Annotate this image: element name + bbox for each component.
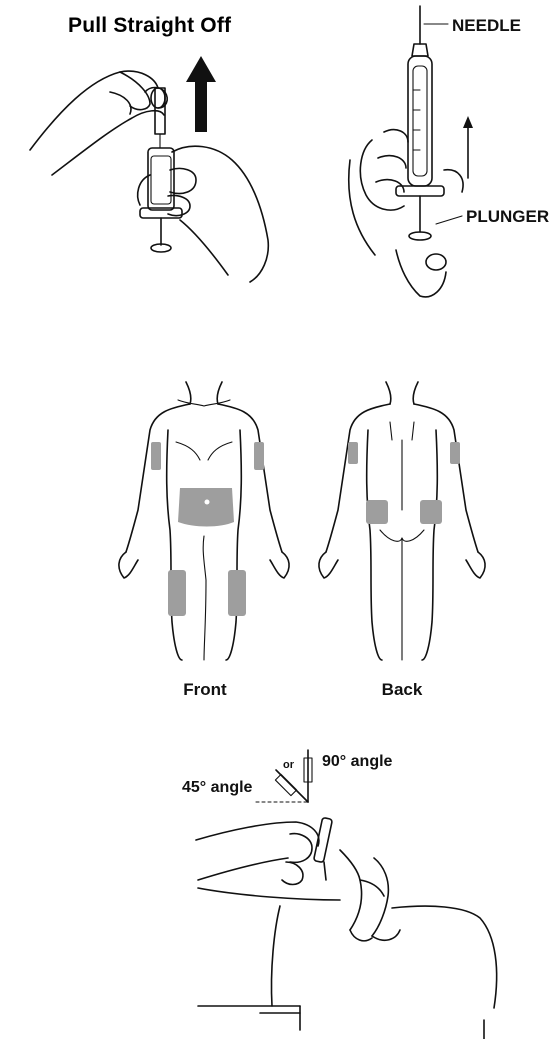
or-label: or: [283, 759, 295, 771]
body-back-figure: [319, 382, 485, 660]
back-upper-arm-right-zone: [450, 442, 460, 464]
front-thigh-right-zone: [228, 570, 246, 616]
front-upper-arm-left-zone: [151, 442, 161, 470]
back-buttock-right-zone: [420, 500, 442, 524]
thigh-outline: [198, 888, 497, 1039]
needle-label: NEEDLE: [452, 16, 521, 35]
back-label: Back: [382, 680, 423, 699]
left-hand-pinching-cap: [30, 71, 167, 175]
right-hand-holding-syringe: [138, 146, 269, 282]
injection-sites-diagram: Front Back: [0, 360, 552, 710]
back-upper-arm-left-zone: [348, 442, 358, 464]
angle-45-label: 45° angle: [182, 779, 253, 796]
front-thigh-left-zone: [168, 570, 186, 616]
remove-cap-illustration: NEEDLE PLUNGER: [0, 0, 552, 310]
pull-up-arrow: [186, 56, 216, 132]
plunger-label: PLUNGER: [466, 207, 549, 226]
front-upper-arm-right-zone: [254, 442, 264, 470]
front-abdomen-zone: [178, 488, 234, 527]
injection-angle-illustration: 45° angle or 90° angle: [0, 730, 552, 1039]
front-label: Front: [183, 680, 227, 699]
back-buttock-left-zone: [366, 500, 388, 524]
hand-holding-syringe-needle-up: [349, 6, 473, 297]
body-front-figure: [119, 382, 289, 660]
hand-injecting-thigh: [196, 817, 400, 940]
angle-90-label: 90° angle: [322, 753, 393, 770]
angle-syringes-icon: [256, 750, 312, 802]
